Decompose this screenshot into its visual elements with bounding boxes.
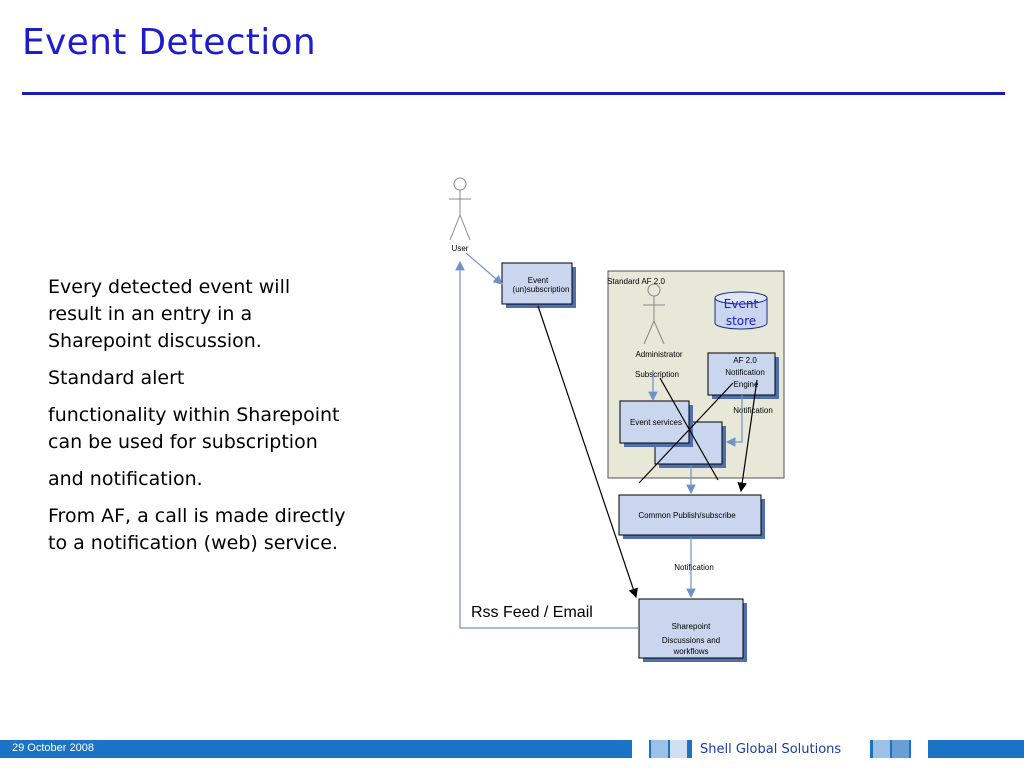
administrator-label: Administrator	[635, 350, 682, 359]
af-engine-label-3: Engine	[734, 380, 759, 389]
event-store-label-2: store	[726, 314, 756, 328]
subscription-to-sharepoint-line	[537, 305, 638, 599]
notification-label-2: Notification	[674, 563, 714, 572]
cross-out-line-2	[659, 377, 719, 481]
footer-brand-box: Shell Global Solutions	[692, 740, 870, 758]
cross-out-line-1	[638, 382, 734, 484]
footer-bar	[0, 740, 1024, 758]
sharepoint-label-1: Sharepoint	[672, 622, 711, 631]
sharepoint-label-3: workflows	[672, 647, 708, 656]
event-subscription-label-2: (un)subscription	[513, 285, 570, 294]
bullet-3: functionality within Sharepoint can be u…	[48, 404, 340, 453]
sharepoint-box	[638, 598, 747, 662]
event-subscription-box	[501, 262, 576, 308]
slide-title: Event Detection	[22, 22, 316, 63]
af-notification-engine-box	[707, 352, 779, 399]
sharepoint-to-user-arrow	[455, 260, 639, 629]
af-engine-label-2: Notification	[725, 368, 765, 377]
footer-brand: Shell Global Solutions	[700, 742, 842, 757]
user-label: User	[452, 244, 469, 253]
administrator-actor-icon	[643, 283, 665, 345]
event-subscription-label-1: Event	[528, 276, 549, 285]
rss-feed-email-label: Rss Feed / Email	[471, 604, 593, 621]
bullet-4: and notification.	[48, 468, 203, 490]
footer-square-5	[892, 740, 909, 758]
bullet-2: Standard alert	[48, 367, 185, 389]
footer-square-3	[670, 740, 687, 758]
bullet-1: Every detected event will result in an e…	[48, 276, 291, 352]
event-services-label: Event services	[630, 418, 682, 427]
af-engine-label-1: AF 2.0	[733, 356, 757, 365]
bullet-text: Every detected event will result in an e…	[48, 274, 348, 567]
standard-af-label: Standard AF 2.0	[607, 277, 665, 286]
user-actor-icon	[449, 177, 471, 241]
footer-square-6	[911, 740, 928, 758]
common-publish-subscribe-box	[618, 494, 765, 539]
footer-square-1	[632, 740, 649, 758]
footer-date: 29 October 2008	[12, 742, 94, 754]
bullet-5: From AF, a call is made directly to a no…	[48, 505, 346, 554]
engine-to-services-arrow	[725, 395, 743, 447]
footer-square-4	[873, 740, 890, 758]
event-store-icon	[714, 291, 768, 330]
common-publish-label: Common Publish/subscribe	[638, 511, 736, 520]
engine-to-publish-arrow	[737, 379, 758, 493]
sharepoint-label-2: Discussions and	[662, 636, 720, 645]
footer-square-2	[651, 740, 668, 758]
subscription-label: Subscription	[635, 370, 679, 379]
event-store-label-1: Event	[724, 297, 759, 311]
title-divider	[22, 92, 1005, 95]
user-to-subscription-arrow	[465, 252, 503, 285]
